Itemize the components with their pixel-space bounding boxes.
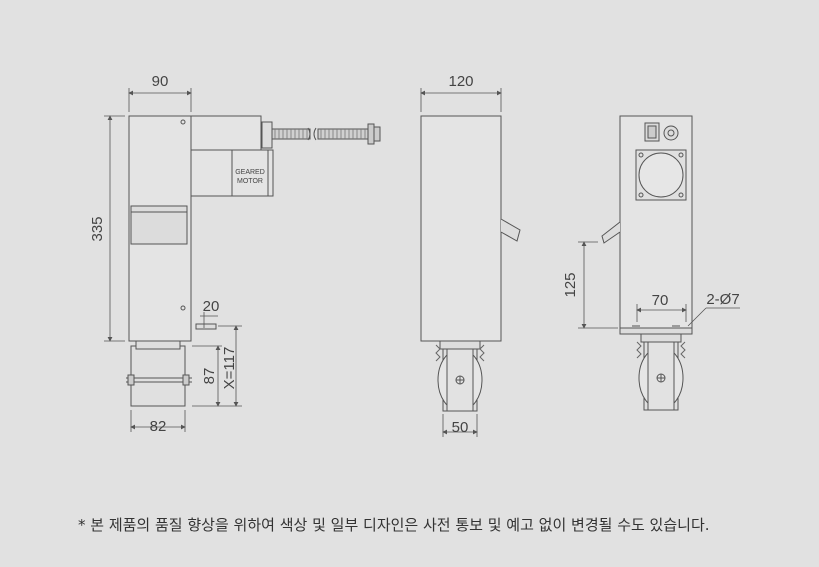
motor-label-line2: MOTOR bbox=[237, 178, 263, 185]
back-bracket bbox=[601, 221, 621, 244]
dim-front-height: 335 bbox=[89, 216, 106, 241]
dim-front-base-width: 82 bbox=[150, 418, 167, 435]
front-wheel-frame bbox=[130, 345, 186, 407]
front-view bbox=[126, 115, 381, 407]
side-view bbox=[420, 115, 521, 412]
side-dimensions bbox=[420, 88, 502, 437]
back-view bbox=[601, 115, 693, 411]
side-bracket bbox=[500, 218, 521, 242]
knob-icon bbox=[663, 125, 679, 141]
dim-front-width: 90 bbox=[152, 73, 169, 90]
dim-front-wheel-height: 87 bbox=[201, 368, 218, 385]
dim-back-span: 70 bbox=[652, 292, 669, 309]
dim-front-x: X=117 bbox=[221, 347, 238, 390]
back-dimensions bbox=[578, 241, 740, 329]
front-motor-bracket bbox=[190, 115, 262, 151]
dim-back-holes: 2-Ø7 bbox=[706, 291, 739, 308]
dim-side-width: 120 bbox=[448, 73, 473, 90]
side-body bbox=[420, 115, 502, 342]
front-hole-top bbox=[180, 119, 186, 125]
dim-front-clearance: 20 bbox=[203, 298, 220, 315]
disclaimer-note: * 본 제품의 품질 향상을 위하여 색상 및 일부 디자인은 사전 통보 및 … bbox=[78, 516, 710, 534]
dim-side-base-width: 50 bbox=[452, 419, 469, 436]
threaded-shaft-right bbox=[317, 128, 369, 140]
motor-label-line1: GEARED bbox=[235, 169, 265, 176]
front-dimensions bbox=[104, 88, 242, 432]
front-hole-bottom bbox=[180, 305, 186, 311]
dim-back-height: 125 bbox=[562, 272, 579, 297]
